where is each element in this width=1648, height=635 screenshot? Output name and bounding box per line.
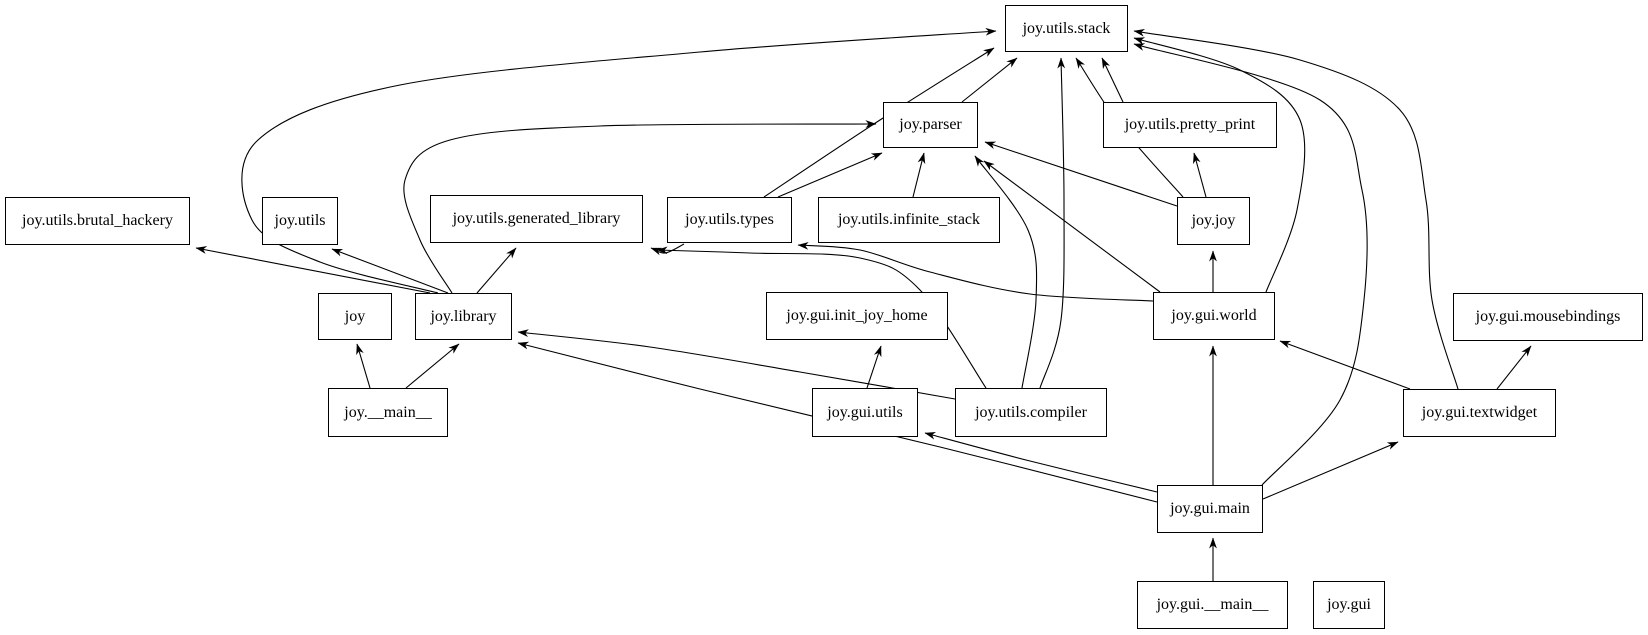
node-joy-joy: joy.joy <box>1177 197 1250 245</box>
edge-joy-joy-to-joy-parser <box>984 141 1178 207</box>
edge-joy-utils-types-to-joy-parser <box>777 152 883 198</box>
node-joy-utils-pretty-print: joy.utils.pretty_print <box>1103 102 1277 148</box>
node-joy-parser: joy.parser <box>883 102 978 148</box>
edge-joy-library-to-joy-utils-generated-library <box>476 247 517 294</box>
edge-joy-gui-textwidget-to-joy-gui-world <box>1279 340 1411 390</box>
edge-joy-utils-compiler-to-joy-utils-stack <box>1039 57 1066 389</box>
node-joy-utils: joy.utils <box>262 197 338 245</box>
node-joy-utils-compiler: joy.utils.compiler <box>955 388 1107 437</box>
node-joy-gui-init-joy-home: joy.gui.init_joy_home <box>766 292 948 340</box>
edge-joy-utils-infinite-stack-to-joy-parser <box>912 152 926 198</box>
edge-joy-utils-compiler-to-joy-parser <box>974 155 1038 389</box>
node-joy-gui-main: joy.gui.main <box>1157 485 1263 533</box>
edge-joy-utils-types-to-joy-utils-stack <box>763 47 995 198</box>
edge-joy-gui-main-to-joy-gui-utils <box>924 431 1158 493</box>
node-joy: joy <box>318 293 392 340</box>
edge-joy-library-to-joy-utils-stack <box>241 27 997 294</box>
node-joy-utils-generated-library: joy.utils.generated_library <box>430 195 643 243</box>
edge-joy-gui-world-to-joy-utils-types <box>797 241 1154 302</box>
edge-joy-main-to-joy-library <box>405 343 460 389</box>
edge-joy-library-to-joy-utils <box>331 248 449 294</box>
edge-joy-utils-pretty-print-to-joy-utils-stack <box>1101 57 1124 103</box>
node-joy-utils-infinite-stack: joy.utils.infinite_stack <box>818 197 1000 243</box>
node-joy-main: joy.__main__ <box>328 388 448 437</box>
edge-joy-gui-world-to-joy-parser <box>983 160 1161 293</box>
node-joy-utils-brutal-hackery: joy.utils.brutal_hackery <box>5 197 190 245</box>
edge-joy-utils-compiler-to-joy-library <box>517 329 956 400</box>
node-joy-gui-textwidget: joy.gui.textwidget <box>1403 389 1556 437</box>
node-joy-gui-utils: joy.gui.utils <box>812 388 918 437</box>
node-joy-library: joy.library <box>415 293 512 340</box>
edge-joy-library-to-joy-parser <box>403 120 877 294</box>
edge-joy-gui-main-to-joy-utils-stack <box>1133 43 1368 486</box>
edge-joy-gui-main-to-joy-gui-textwidget <box>1262 441 1399 500</box>
node-joy-gui-world: joy.gui.world <box>1153 292 1275 340</box>
edges-group <box>195 27 1532 581</box>
edge-joy-library-to-joy-utils-brutal-hackery <box>195 246 431 294</box>
edge-joy-main-to-joy <box>356 343 371 389</box>
edge-joy-joy-to-joy-utils-pretty-print <box>1193 152 1207 198</box>
edge-joy-gui-textwidget-to-joy-gui-mousebindings <box>1496 345 1532 390</box>
node-joy-gui-main-main: joy.gui.__main__ <box>1137 581 1288 629</box>
edge-joy-parser-to-joy-utils-stack <box>961 57 1018 103</box>
node-joy-gui-mousebindings: joy.gui.mousebindings <box>1453 293 1643 341</box>
node-joy-utils-stack: joy.utils.stack <box>1005 5 1128 52</box>
edge-joy-gui-world-to-joy-utils-stack <box>1133 37 1306 293</box>
node-joy-utils-types: joy.utils.types <box>667 197 792 243</box>
edge-joy-gui-utils-to-joy-gui-init-joy-home <box>866 345 882 389</box>
edge-joy-gui-textwidget-to-joy-utils-stack <box>1133 28 1459 390</box>
node-joy-gui: joy.gui <box>1313 581 1385 629</box>
edge-joy-utils-types-to-joy-utils-generated-library <box>650 243 685 256</box>
